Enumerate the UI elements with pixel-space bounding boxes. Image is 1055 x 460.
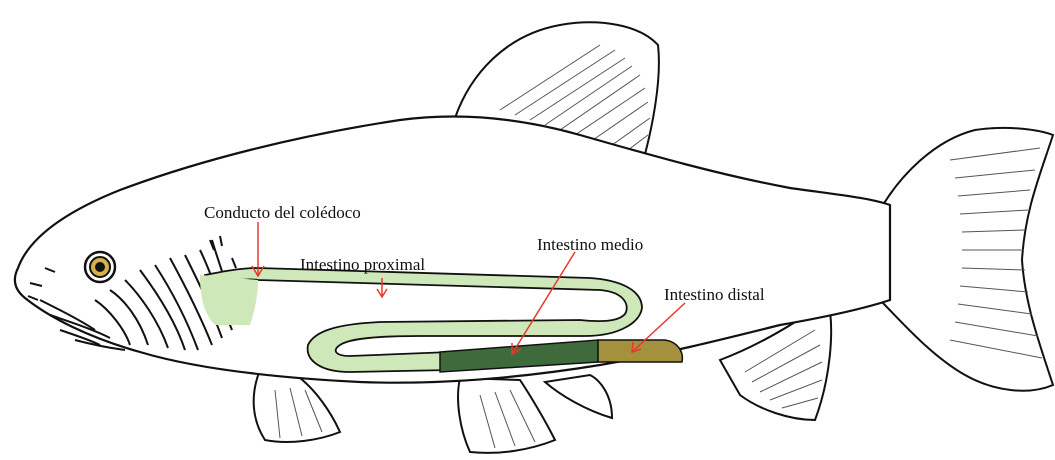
label-middle-intestine: Intestino medio xyxy=(537,235,643,254)
label-distal-intestine: Intestino distal xyxy=(664,285,765,304)
label-bile-duct: Conducto del colédoco xyxy=(204,203,361,222)
pelvic-fins xyxy=(458,375,612,453)
caudal-fin xyxy=(880,128,1053,391)
eye xyxy=(85,252,115,282)
intestine-distal-segment xyxy=(598,340,682,362)
label-proximal-intestine: Intestino proximal xyxy=(300,255,425,274)
